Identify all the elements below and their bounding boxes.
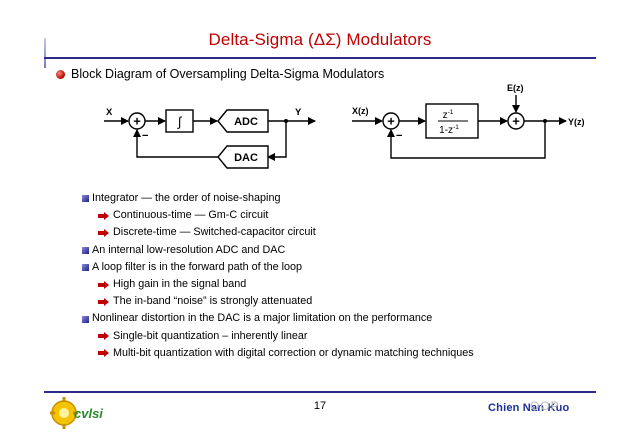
bullet-text: Discrete-time — Switched-capacitor circu… [113,226,316,239]
right-minus-sign: − [396,130,402,142]
arrow-bullet-icon [98,332,110,341]
arrow-bullet-icon [98,211,110,220]
arrow-bullet-icon [98,229,110,237]
bullet-text: The in-band “noise” is strongly attenuat… [113,295,313,308]
bullet-item: Integrator — the order of noise-shaping [82,190,474,207]
slide-title: Delta-Sigma (ΔΣ) Modulators [208,30,432,49]
arrow-bullet-icon [98,297,110,306]
footer-divider [44,391,596,393]
adc-label: ADC [234,116,258,128]
bullet-item: A loop filter is in the forward path of … [82,259,474,276]
round-bullet-icon [56,69,65,79]
integrator-symbol: ∫ [177,114,183,129]
sub-bullet-item: Discrete-time — Switched-capacitor circu… [82,224,474,241]
tf-denominator: 1-z-1 [439,124,459,136]
sub-bullet-item: Continuous-time — Gm-C circuit [82,207,474,224]
right-block-diagram: X(z) + − z-1 1-z-1 + E(z) Y(z) [352,83,585,159]
logo-text: cvlsi [74,406,103,421]
author-name: Chien Nan Kuo [488,402,570,414]
bullet-text: Integrator — the order of noise-shaping [92,192,281,204]
bullet-text: A loop filter is in the forward path of … [92,260,303,273]
cvlsi-logo: cvlsi [50,397,103,429]
dac-block [217,145,269,169]
bullet-text: Multi-bit quantization with digital corr… [113,346,474,359]
right-input-label: X(z) [352,106,369,116]
right-summer-1-sign: + [387,114,395,129]
sub-bullet-item: Multi-bit quantization with digital corr… [82,345,474,362]
page-number: 17 [313,400,327,412]
left-block-diagram: X + − ∫ ADC Y DAC [104,107,316,169]
square-bullet-icon [82,195,89,203]
square-bullet-icon [82,315,89,323]
left-output-label: Y [295,107,302,118]
left-minus-sign: − [142,130,148,142]
arrow-bullet-icon [98,349,110,358]
block-diagrams: X + − ∫ ADC Y DAC X(z) + − z-1 1-z-1 [104,83,585,169]
dac-to-summer-wire [133,129,218,158]
bullet-item: An internal low-resolution ADC and DAC [82,242,474,259]
title-side-accent [44,38,46,68]
main-bullet: Block Diagram of Oversampling Delta-Sigm… [56,67,384,81]
square-bullet-icon [82,246,89,254]
main-bullet-text: Block Diagram of Oversampling Delta-Sigm… [71,67,385,81]
bullet-text: Single-bit quantization – inherently lin… [113,329,308,342]
left-summer-sign: + [133,114,141,129]
sub-bullet-item: High gain in the signal band [82,276,474,293]
square-bullet-icon [82,263,89,271]
bullet-text: Continuous-time — Gm-C circuit [113,209,269,222]
title-divider [44,57,596,59]
watermark: OOP [530,399,560,413]
right-output-label: Y(z) [568,117,585,127]
error-label: E(z) [507,83,524,93]
sub-bullet-item: Single-bit quantization – inherently lin… [82,328,474,345]
left-input-label: X [106,107,113,118]
right-feedback-wire [387,121,546,159]
tf-numerator: z-1 [443,109,454,121]
right-summer-2-sign: + [512,114,520,129]
sub-bullet-item: The in-band “noise” is strongly attenuat… [82,293,474,310]
feedback-to-dac-wire [267,121,287,161]
dac-label: DAC [234,152,258,164]
arrow-bullet-icon [98,280,110,289]
bullet-text: An internal low-resolution ADC and DAC [92,243,286,256]
bullet-text: High gain in the signal band [113,278,247,291]
bullet-text: Nonlinear distortion in the DAC is a maj… [92,312,433,325]
bullet-item: Nonlinear distortion in the DAC is a maj… [82,310,474,327]
